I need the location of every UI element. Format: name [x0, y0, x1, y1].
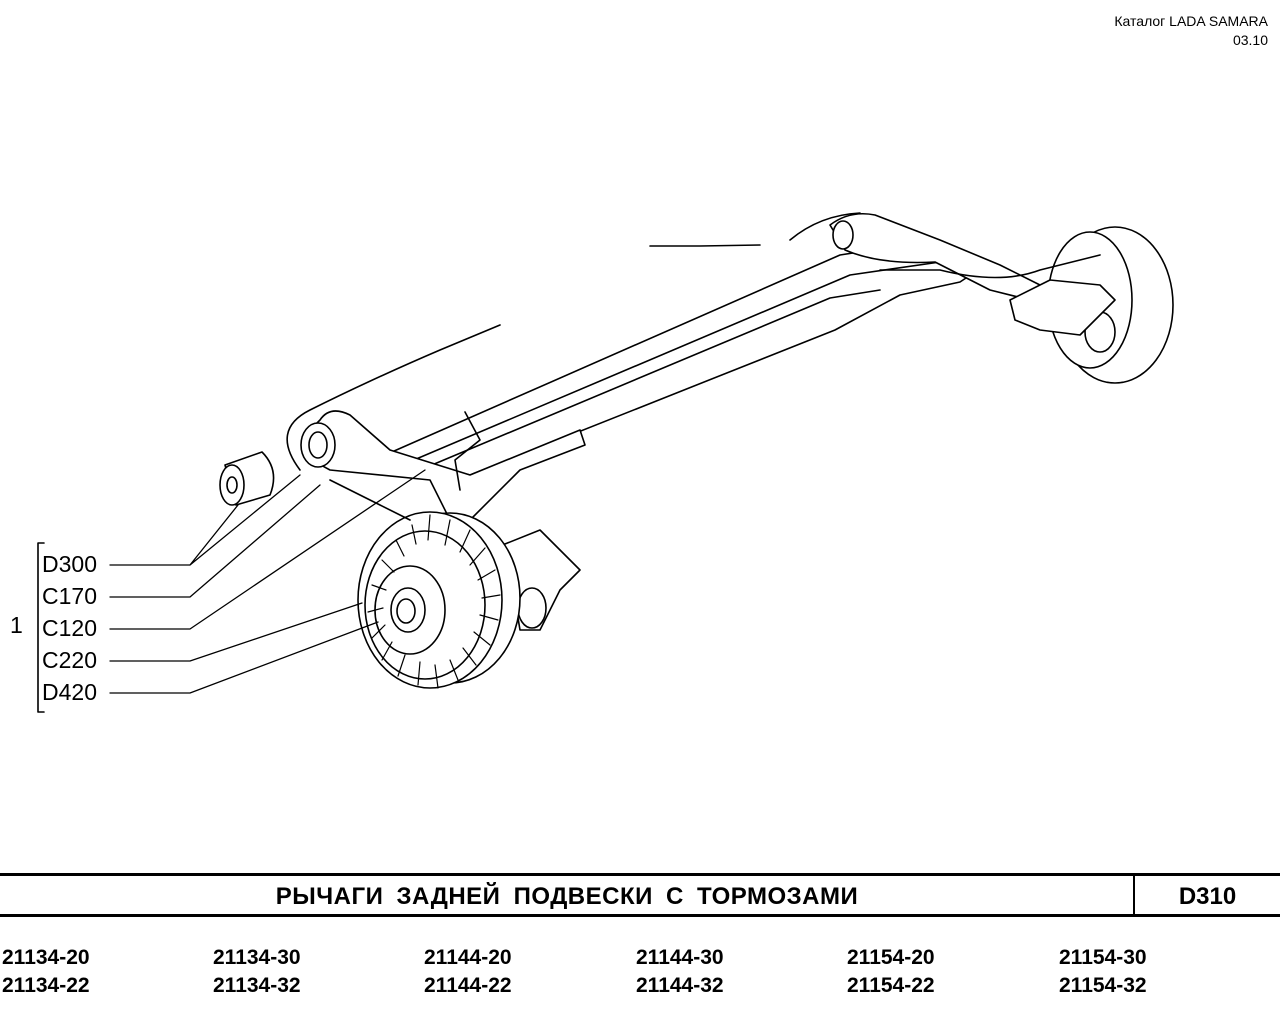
- group-number: 1: [10, 612, 23, 638]
- model-code: 21144-20: [424, 946, 512, 969]
- callout-d300: D300: [42, 551, 97, 577]
- title-block: РЫЧАГИ ЗАДНЕЙ ПОДВЕСКИ С ТОРМОЗАМИ D310: [0, 873, 1280, 917]
- beam-flange: [419, 289, 881, 471]
- rear-suspension-drawing: [37, 212, 1174, 713]
- model-code: 21144-30: [636, 946, 724, 969]
- callout-d420: D420: [42, 679, 97, 705]
- beam-edge: [394, 261, 941, 469]
- handbrake-cable-right: [649, 212, 861, 247]
- connector: [329, 479, 411, 521]
- brake-pipe: [454, 254, 1101, 491]
- catalog-date: 03.10: [1232, 32, 1268, 48]
- section-code: D310: [1178, 883, 1237, 910]
- callout-c120: C120: [42, 615, 97, 641]
- section-title: РЫЧАГИ ЗАДНЕЙ ПОДВЕСКИ С ТОРМОЗАМИ: [275, 883, 859, 910]
- left-brake-drum: [357, 511, 503, 689]
- model-code: 21134-30: [213, 946, 301, 969]
- catalog-title: Каталог LADA SAMARA: [1114, 13, 1268, 29]
- model-code: 21134-32: [213, 974, 301, 997]
- model-code: 21134-22: [2, 974, 90, 997]
- left-arm-eye: [300, 422, 336, 468]
- right-brake-bracket: [1009, 279, 1116, 336]
- callout-bracket: [37, 542, 45, 713]
- right-trailing-arm: [829, 212, 1041, 301]
- model-code: 21144-32: [636, 974, 724, 997]
- model-code: 21144-22: [424, 974, 512, 997]
- catalog-header: Каталог LADA SAMARA 03.10: [1114, 12, 1268, 50]
- model-code: 21154-32: [1059, 974, 1147, 997]
- handbrake-cable-left: [286, 324, 501, 471]
- model-code: 21154-30: [1059, 946, 1147, 969]
- model-code: 21154-22: [847, 974, 935, 997]
- leader-lines: [109, 469, 426, 694]
- callout-c170: C170: [42, 583, 97, 609]
- title-divider: [1133, 876, 1135, 914]
- callout-c220: C220: [42, 647, 97, 673]
- model-code: 21154-20: [847, 946, 935, 969]
- drum-fins: [367, 514, 501, 689]
- model-code: 21134-20: [2, 946, 90, 969]
